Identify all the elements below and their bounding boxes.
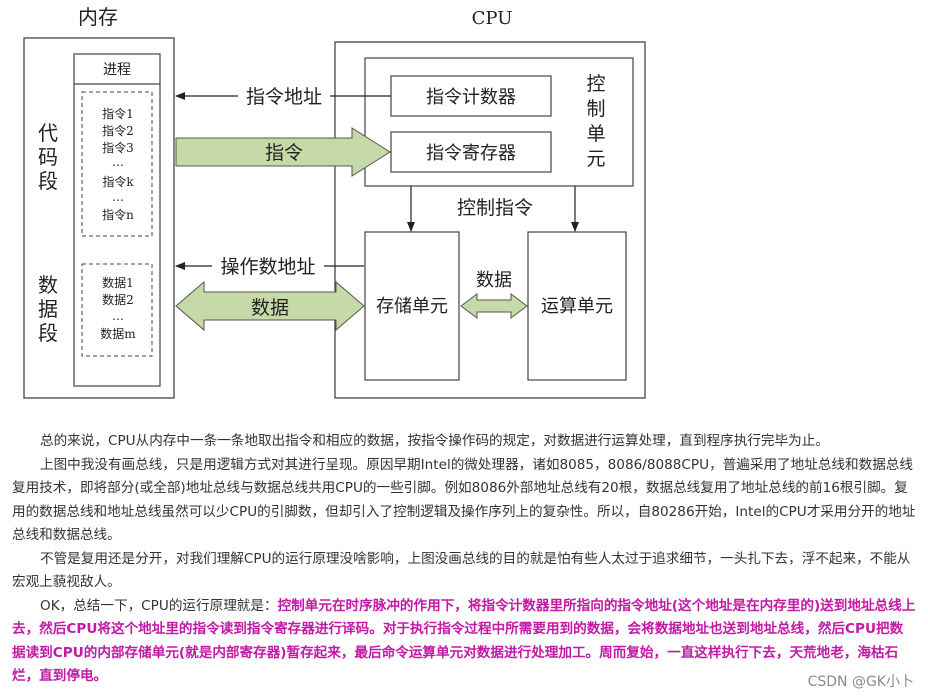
summary-highlight: 控制单元在时序脉冲的作用下，将指令计数器里所指向的指令地址(这个地址是在内存里的… [12,597,916,685]
instruction-n: 指令n [102,207,134,222]
instruction-label: 指令 [265,142,303,164]
data-segment-char-2: 据 [38,297,58,321]
data-segment-char-3: 段 [38,321,58,345]
paragraph-2: 上图中我没有画总线，只是用逻辑方式对其进行呈现。原因早期Intel的微处理器，诸… [12,456,916,544]
data-2: 数据2 [102,292,134,307]
control-unit-char-2: 制 [586,98,605,120]
data-segment-char-1: 数 [38,273,58,297]
paragraph-3: 不管是复用还是分开，对我们理解CPU的运行原理没啥影响，上图没画总线的目的就是怕… [12,550,911,591]
data-1: 数据1 [102,275,134,290]
cpu-memory-diagram: 内存 CPU 进程 指令1 指令2 指令3 … 指令k … 指令n 数据1 数据… [23,5,646,399]
process-label: 进程 [103,62,131,78]
instruction-ellipsis-1: … [112,155,124,169]
control-unit-char-3: 单 [586,123,605,145]
code-segment-box [81,91,153,237]
watermark: CSDN @GK小卜 [807,674,914,690]
instruction-2: 指令2 [102,123,134,138]
process-box [73,53,161,387]
alu-label: 运算单元 [541,296,613,317]
data-ellipsis: … [112,309,124,323]
instruction-1: 指令1 [102,106,134,121]
instruction-address-label: 指令地址 [246,86,322,108]
alu-box [527,231,627,381]
storage-unit-label: 存储单元 [376,296,448,317]
paragraph-4: OK，总结一下，CPU的运行原理就是：控制单元在时序脉冲的作用下，将指令计数器里… [12,595,916,689]
data-fat-arrow [175,280,365,332]
code-segment-char-1: 代 [38,121,58,145]
instruction-ellipsis-2: … [112,190,124,204]
memory-box [23,37,175,399]
storage-alu-arrow [460,293,528,319]
control-unit-char-1: 控 [586,73,605,95]
summary-lead: OK，总结一下，CPU的运行原理就是： [40,597,278,614]
data-label: 数据 [251,297,289,319]
instruction-register-label: 指令寄存器 [426,143,516,164]
instruction-k: 指令k [102,174,134,189]
operand-address-label: 操作数地址 [220,256,315,278]
program-counter-label: 指令计数器 [426,87,516,108]
paragraph-1: 总的来说，CPU从内存中一条一条地取出指令和相应的数据，按指令操作码的规定，对数… [40,433,829,449]
storage-unit-box [364,231,460,381]
data-segment-box [81,263,153,357]
control-unit-box [364,57,634,187]
control-unit-char-4: 元 [586,148,605,170]
instruction-register-box [390,131,552,173]
cpu-box [334,41,646,399]
control-instruction-label: 控制指令 [457,197,533,219]
code-segment-char-3: 段 [38,169,58,193]
storage-alu-data-label: 数据 [476,270,512,291]
memory-title: 内存 [78,5,118,29]
data-m: 数据m [100,326,136,341]
instruction-fat-arrow [175,127,391,177]
cpu-title: CPU [472,8,513,29]
instruction-3: 指令3 [102,140,134,155]
code-segment-char-2: 码 [38,145,58,169]
explanation-text: 总的来说，CPU从内存中一条一条地取出指令和相应的数据，按指令操作码的规定，对数… [12,430,916,689]
